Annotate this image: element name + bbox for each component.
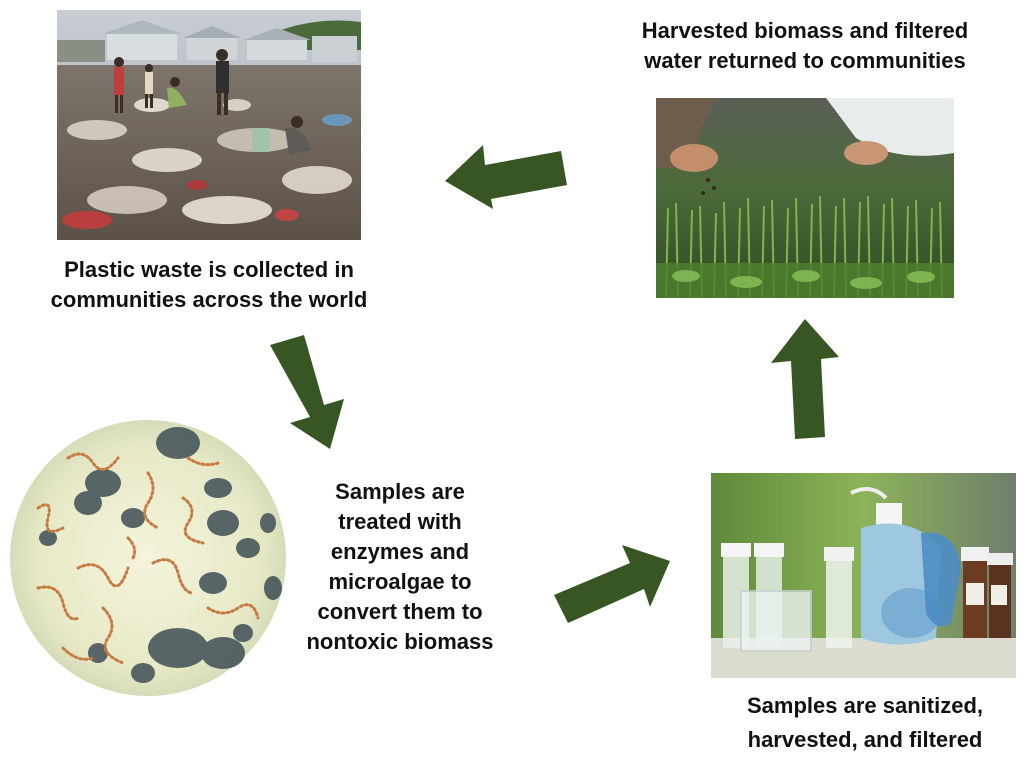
seedlings-planting-photo [656, 98, 954, 298]
plastic-waste-photo [57, 10, 361, 240]
arrow-return-to-collection [443, 143, 568, 211]
arrow-treatment-to-sanitization [548, 541, 672, 625]
step2-caption: Samples are treated with enzymes and mic… [306, 479, 494, 654]
step4-caption: Harvested biomass and filtered water ret… [641, 18, 969, 73]
arrow-sanitization-to-return [769, 317, 841, 441]
arrow-collection-to-treatment [268, 333, 353, 451]
step3-caption: Samples are sanitized, harvested, and fi… [747, 693, 983, 752]
step1-caption: Plastic waste is collected in communitie… [50, 257, 368, 312]
microalgae-microscope-photo [8, 418, 288, 698]
lab-sample-bottles-photo [711, 473, 1016, 678]
